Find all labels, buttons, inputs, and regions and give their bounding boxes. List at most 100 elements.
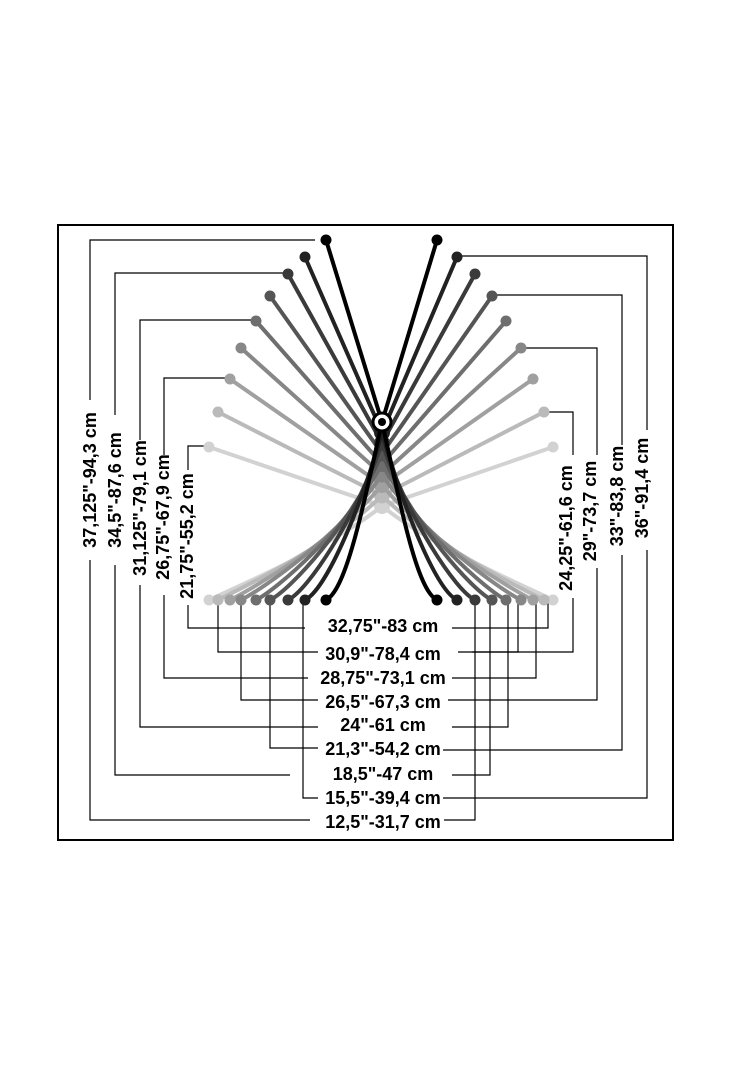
- connector-line: [114, 272, 290, 415]
- needle-shaft: [207, 445, 384, 508]
- needle-tip: [469, 268, 481, 280]
- needle-shaft: [380, 255, 459, 435]
- circular-length-labels: 32,75"-83 cm 30,9"-78,4 cm 28,75"-73,1 c…: [320, 616, 446, 832]
- left-length-label: 21,75"-55,2 cm: [177, 473, 197, 599]
- connector-line: [520, 347, 598, 455]
- needle-tip: [203, 441, 215, 453]
- connector-line: [448, 568, 598, 701]
- diagram-frame: [57, 224, 674, 841]
- needle-cable: [380, 420, 439, 602]
- left-length-label: 31,125"-79,1 cm: [130, 440, 150, 576]
- connector-line: [217, 600, 318, 653]
- right-length-label: 29"-73,7 cm: [580, 461, 600, 562]
- circular-length-label: 24"-61 cm: [340, 715, 426, 735]
- needle-shaft: [303, 255, 384, 435]
- needle-shaft: [228, 377, 384, 487]
- needle-tip: [235, 594, 247, 606]
- left-length-labels: 37,125"-94,3 cm 34,5"-87,6 cm 31,125"-79…: [80, 412, 197, 599]
- needle-tip: [250, 315, 262, 327]
- circular-length-label: 26,5"-67,3 cm: [325, 692, 441, 712]
- needle-tip: [212, 406, 224, 418]
- needle-tip: [250, 594, 262, 606]
- connector-line: [187, 445, 210, 470]
- connector-line: [443, 555, 623, 751]
- connector-line: [497, 294, 623, 445]
- needle-cable: [324, 420, 384, 602]
- needle-shaft: [380, 272, 477, 445]
- connector-line: [139, 585, 318, 728]
- needle-tip: [203, 594, 215, 606]
- needle-tip: [547, 594, 559, 606]
- needle-tip: [431, 594, 443, 606]
- connector-lines: [89, 239, 648, 821]
- circular-length-label: 15,5"-39,4 cm: [325, 788, 441, 808]
- needle-tip: [500, 315, 512, 327]
- needle-tip: [486, 290, 498, 302]
- needle-tip: [299, 594, 311, 606]
- connector-line: [139, 319, 255, 440]
- connector-line: [187, 605, 305, 629]
- needle-tip: [527, 373, 539, 385]
- connector-line: [452, 600, 549, 629]
- connector-line: [452, 600, 509, 728]
- connector-line: [163, 377, 230, 455]
- connector-line: [302, 600, 318, 799]
- needle-shaft: [380, 346, 523, 477]
- needle-tip: [431, 234, 443, 246]
- left-length-label: 26,75"-67,9 cm: [153, 454, 173, 580]
- needle-tip: [212, 594, 224, 606]
- needle-shaft: [268, 294, 384, 456]
- circular-length-label: 12,5"-31,7 cm: [325, 812, 441, 832]
- needle-tip: [469, 594, 481, 606]
- circular-length-label: 21,3"-54,2 cm: [325, 739, 441, 759]
- circular-length-label: 28,75"-73,1 cm: [320, 668, 446, 688]
- needle-tip: [486, 594, 498, 606]
- needle-tip: [282, 594, 294, 606]
- needle-shaft: [216, 410, 384, 498]
- connector-line: [460, 255, 648, 430]
- needle-tip: [451, 594, 463, 606]
- circular-length-label: 32,75"-83 cm: [328, 616, 439, 636]
- connector-line: [545, 411, 574, 455]
- needle-shaft: [239, 346, 384, 477]
- connector-line: [89, 560, 310, 821]
- connector-line: [452, 600, 537, 679]
- needle-tip: [320, 234, 332, 246]
- needles-group: [203, 234, 559, 606]
- needle-tip: [515, 342, 527, 354]
- connector-line: [163, 595, 308, 679]
- needle-shaft: [286, 272, 384, 445]
- needle-tip: [515, 594, 527, 606]
- needle-shaft: [380, 294, 494, 456]
- needle-tip: [538, 406, 550, 418]
- needle-tip: [547, 441, 559, 453]
- circular-length-label: 30,9"-78,4 cm: [325, 644, 441, 664]
- needle-tip: [299, 251, 311, 263]
- connector-line: [443, 550, 648, 799]
- connector-line: [114, 565, 290, 776]
- connector-line: [472, 600, 519, 653]
- needle-shaft: [380, 377, 535, 487]
- needle-shaft: [380, 410, 546, 498]
- needle-tip: [282, 268, 294, 280]
- circular-length-label: 18,5"-47 cm: [333, 764, 434, 784]
- right-length-label: 36"-91,4 cm: [632, 438, 652, 539]
- needle-tip: [224, 594, 236, 606]
- left-length-label: 37,125"-94,3 cm: [80, 412, 100, 548]
- right-length-labels: 24,25"-61,6 cm 29"-73,7 cm 33"-83,8 cm 3…: [556, 438, 652, 591]
- needle-tip: [538, 594, 550, 606]
- needle-shaft: [324, 238, 384, 424]
- connector-line: [452, 600, 491, 776]
- needle-tip: [527, 594, 539, 606]
- needle-shaft: [380, 319, 508, 466]
- needle-shaft: [254, 319, 384, 466]
- needle-shaft: [380, 238, 439, 424]
- needle-tip: [264, 594, 276, 606]
- right-length-label: 24,25"-61,6 cm: [556, 465, 576, 591]
- connector-line: [444, 600, 476, 821]
- needle-shaft: [380, 445, 555, 508]
- needle-tip: [235, 342, 247, 354]
- connector-line: [269, 600, 318, 749]
- connector-line: [89, 239, 315, 400]
